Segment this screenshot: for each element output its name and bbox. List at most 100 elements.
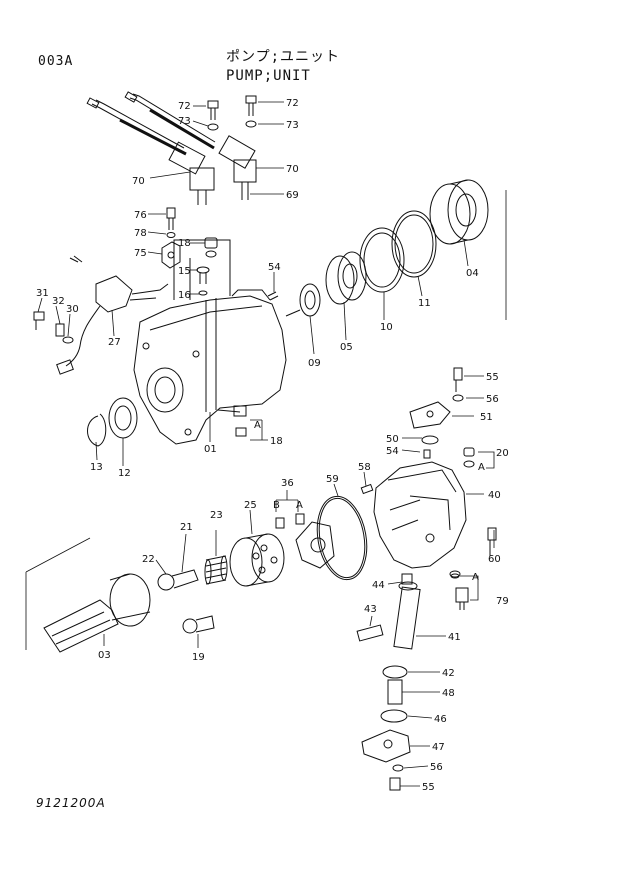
- sleeve-41: [393, 573, 421, 650]
- callout-70: 70: [132, 176, 145, 187]
- callout-30: 30: [66, 304, 79, 315]
- callout-44: 44: [372, 580, 385, 591]
- callout-A: A: [472, 572, 479, 583]
- callout-23: 23: [210, 510, 223, 521]
- callout-03: 03: [98, 650, 111, 661]
- valve-51: [409, 367, 464, 445]
- callout-42: 42: [442, 668, 455, 679]
- bolt-72-right: [245, 95, 257, 128]
- callout-72: 72: [286, 98, 299, 109]
- callout-18: 18: [270, 436, 283, 447]
- spring-23: [204, 555, 228, 585]
- end-cover-40: [373, 447, 497, 578]
- callout-70: 70: [286, 164, 299, 175]
- callout-05: 05: [340, 342, 353, 353]
- cylinder-block-25: [229, 533, 285, 587]
- solenoid-cable-right: [124, 91, 257, 200]
- callout-A: A: [478, 462, 485, 473]
- callout-10: 10: [380, 322, 393, 333]
- title-japanese: ポンプ;ユニット: [226, 49, 341, 65]
- callout-32: 32: [52, 296, 65, 307]
- title-english: PUMP;UNIT: [226, 68, 311, 84]
- callout-72: 72: [178, 101, 191, 112]
- callout-78: 78: [134, 228, 147, 239]
- callout-54: 54: [386, 446, 399, 457]
- ring-10: [359, 227, 405, 293]
- drive-shaft-03: [25, 537, 151, 653]
- callout-55: 55: [486, 372, 499, 383]
- callout-20: 20: [496, 448, 509, 459]
- callout-40: 40: [488, 490, 501, 501]
- callout-A: A: [296, 500, 303, 511]
- callout-21: 21: [180, 522, 193, 533]
- snap-ring-13: [87, 413, 107, 447]
- callout-55: 55: [422, 782, 435, 793]
- shaft-line: [285, 309, 301, 317]
- ring-11: [391, 210, 437, 278]
- leader-box: [173, 239, 231, 300]
- page-code: 003A: [38, 54, 74, 69]
- callout-22: 22: [142, 554, 155, 565]
- bolt-72-left: [207, 100, 219, 131]
- callout-31: 31: [36, 288, 49, 299]
- sensor-27: [33, 255, 169, 375]
- cover-47: [361, 729, 411, 763]
- callout-76: 76: [134, 210, 147, 221]
- bearing-09: [299, 283, 321, 317]
- callout-73: 73: [286, 120, 299, 131]
- callout-15: 15: [178, 266, 191, 277]
- callout-16: 16: [178, 290, 191, 301]
- solenoid-cable-left: [86, 97, 215, 205]
- callout-69: 69: [286, 190, 299, 201]
- plug-18-top: [204, 237, 218, 258]
- callout-59: 59: [326, 474, 339, 485]
- pin-54-right: [423, 449, 431, 459]
- callout-43: 43: [364, 604, 377, 615]
- drawing-number: 9121200A: [36, 796, 106, 810]
- callout-54: 54: [268, 262, 281, 273]
- valve-plate-36: [275, 513, 335, 569]
- callout-51: 51: [480, 412, 493, 423]
- callout-56: 56: [486, 394, 499, 405]
- sensor-79: [450, 573, 469, 610]
- callout-labels: 72 73 72 73 70 70 69 76 78 75 18 15 16 5…: [36, 98, 509, 793]
- callout-79: 79: [496, 596, 509, 607]
- callout-09: 09: [308, 358, 321, 369]
- pump-casing-01: [133, 289, 287, 445]
- callout-19: 19: [192, 652, 205, 663]
- spring-48: [387, 679, 403, 705]
- callout-B: B: [273, 500, 280, 511]
- plug-15: [196, 266, 210, 296]
- callout-60: 60: [488, 554, 501, 565]
- callout-46: 46: [434, 714, 447, 725]
- bearing-04: [429, 179, 489, 245]
- callout-73: 73: [178, 116, 191, 127]
- callout-13: 13: [90, 462, 103, 473]
- callout-56: 56: [430, 762, 443, 773]
- o-ring-42: [382, 665, 408, 679]
- callout-01: 01: [204, 444, 217, 455]
- leader-lines: [37, 101, 495, 787]
- piston-19: [182, 615, 215, 634]
- callout-27: 27: [108, 337, 121, 348]
- bearing-05: [325, 251, 367, 305]
- callout-11: 11: [418, 298, 431, 309]
- callout-50: 50: [386, 434, 399, 445]
- o-ring-59: [316, 495, 368, 581]
- bolt-55-bottom: [389, 764, 404, 791]
- pin-54: [267, 291, 279, 301]
- callout-A: A: [254, 420, 261, 431]
- callout-41: 41: [448, 632, 461, 643]
- ball-guide-21: [157, 569, 199, 591]
- callout-04: 04: [466, 268, 479, 279]
- callout-75: 75: [134, 248, 147, 259]
- callout-47: 47: [432, 742, 445, 753]
- callout-58: 58: [358, 462, 371, 473]
- callout-48: 48: [442, 688, 455, 699]
- callout-25: 25: [244, 500, 257, 511]
- callout-36: 36: [281, 478, 294, 489]
- callout-18: 18: [178, 238, 191, 249]
- callout-12: 12: [118, 468, 131, 479]
